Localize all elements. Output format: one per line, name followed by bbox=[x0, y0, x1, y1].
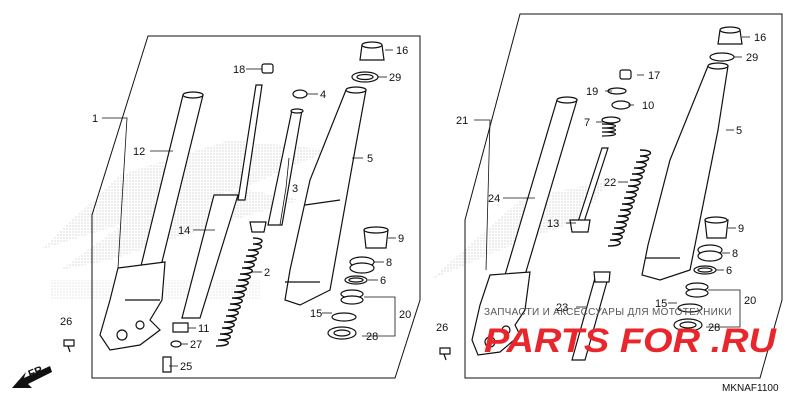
left-assembly-frame bbox=[91, 35, 421, 379]
right-callout-22: 22 bbox=[604, 177, 616, 189]
right-callout-20: 20 bbox=[744, 295, 756, 307]
right-callout-29: 29 bbox=[746, 52, 758, 64]
right-callout-13: 13 bbox=[547, 218, 559, 230]
left-callout-26: 26 bbox=[60, 316, 72, 328]
left-callout-4: 4 bbox=[320, 89, 326, 101]
right-callout-24: 24 bbox=[488, 193, 500, 205]
left-callout-16: 16 bbox=[396, 45, 408, 57]
left-callout-27: 27 bbox=[190, 339, 202, 351]
right-callout-19: 19 bbox=[586, 86, 598, 98]
left-callout-29: 29 bbox=[389, 72, 401, 84]
right-callout-10: 10 bbox=[642, 100, 654, 112]
right-assembly-frame bbox=[464, 13, 783, 379]
site-watermark: ЗАПЧАСТИ И АКСЕССУАРЫ ДЛЯ МОТОТЕХНИКИ PA… bbox=[484, 307, 778, 360]
right-callout-7: 7 bbox=[584, 117, 590, 129]
right-leader-lines bbox=[474, 36, 750, 328]
watermark-logo: PARTS FOR .RU bbox=[484, 322, 778, 360]
right-callout-21: 21 bbox=[456, 115, 468, 127]
left-callout-15: 15 bbox=[310, 308, 322, 320]
right-callout-16: 16 bbox=[754, 32, 766, 44]
left-callout-8: 8 bbox=[386, 257, 392, 269]
fr-label: FR. bbox=[27, 363, 48, 381]
watermark-caption: ЗАПЧАСТИ И АКСЕССУАРЫ ДЛЯ МОТОТЕХНИКИ bbox=[484, 307, 732, 318]
left-callout-11: 11 bbox=[198, 323, 209, 335]
right-callout-28: 28 bbox=[708, 322, 720, 334]
left-parts bbox=[63, 41, 389, 373]
right-callout-5: 5 bbox=[736, 125, 742, 137]
right-callout-9: 9 bbox=[738, 223, 744, 235]
front-direction-arrow: FR. bbox=[12, 363, 52, 388]
left-callout-12: 12 bbox=[133, 146, 145, 158]
right-callout-26: 26 bbox=[436, 322, 448, 334]
left-callout-1: 1 bbox=[92, 113, 98, 125]
left-callout-9: 9 bbox=[398, 233, 404, 245]
left-callout-5: 5 bbox=[367, 153, 373, 165]
left-callout-20: 20 bbox=[399, 309, 411, 321]
left-callout-6: 6 bbox=[380, 275, 386, 287]
right-parts bbox=[439, 26, 743, 361]
right-callout-23: 23 bbox=[556, 302, 568, 314]
right-callout-8: 8 bbox=[732, 248, 738, 260]
right-callout-labels: 21 24 13 22 7 10 19 17 16 29 5 9 86 15 20 28 23 26 bbox=[436, 32, 766, 334]
left-callout-3: 3 bbox=[292, 183, 298, 195]
left-callout-18: 18 bbox=[233, 64, 245, 76]
right-callout-15: 15 bbox=[655, 298, 667, 310]
left-callout-28: 28 bbox=[366, 331, 378, 343]
right-callout-6: 6 bbox=[726, 265, 732, 277]
left-callout-14: 14 bbox=[178, 225, 190, 237]
left-callout-2: 2 bbox=[264, 267, 270, 279]
left-callout-25: 25 bbox=[180, 361, 192, 373]
right-callout-17: 17 bbox=[648, 70, 660, 82]
left-leader-lines bbox=[102, 49, 396, 367]
part-code: MKNAF1100 bbox=[722, 383, 779, 394]
